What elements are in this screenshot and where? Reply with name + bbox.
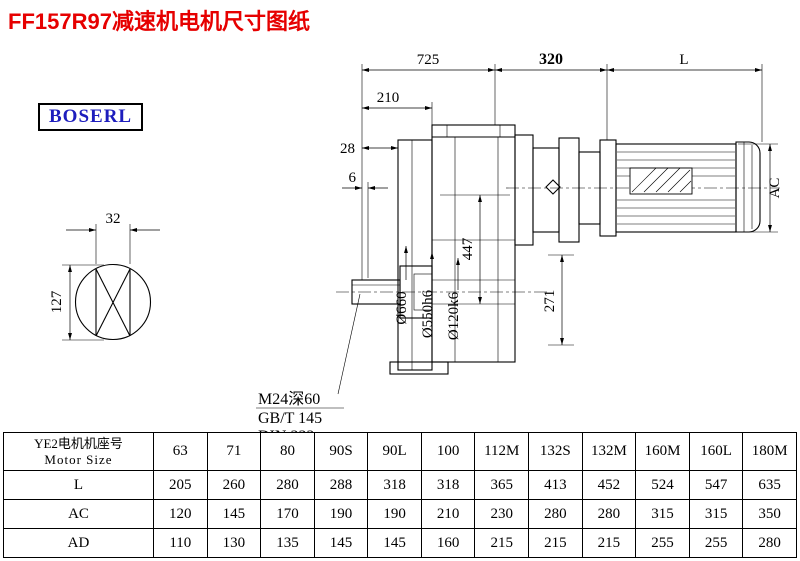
- cell: 524: [635, 470, 690, 500]
- cell: 280: [581, 499, 637, 529]
- cell: 230: [474, 499, 530, 529]
- size-col: 160M: [635, 432, 690, 471]
- cell: 255: [635, 528, 690, 558]
- cell: 135: [260, 528, 315, 558]
- cell: 350: [742, 499, 797, 529]
- main-view: [336, 124, 780, 375]
- dim-210-label: 210: [377, 90, 400, 106]
- cell: 120: [153, 499, 208, 529]
- technical-drawing: 32 127: [49, 51, 783, 432]
- cell: 255: [688, 528, 744, 558]
- output-shaft: [351, 279, 401, 305]
- dim-32-label: 32: [106, 211, 121, 227]
- header-en: Motor Size: [44, 452, 113, 467]
- callout-gbt: GB/T 145: [258, 410, 322, 427]
- dim-725-label: 725: [417, 52, 440, 68]
- dim-AC-label: AC: [767, 178, 783, 199]
- cell: 110: [153, 528, 208, 558]
- cell: 318: [367, 470, 422, 500]
- dim-447-label: 447: [460, 237, 476, 260]
- row-label: AC: [3, 499, 154, 529]
- callout-din: DIN 332: [258, 428, 314, 432]
- motor-size-header-cell: YE2电机机座号 Motor Size: [3, 432, 154, 471]
- dim-271-label: 271: [542, 290, 558, 313]
- cell: 288: [313, 470, 369, 500]
- cell: 190: [367, 499, 422, 529]
- cell: 145: [206, 499, 262, 529]
- row-label: AD: [3, 528, 154, 558]
- table-row-AD: AD 110 130 135 145 145 160 215 215 215 2…: [3, 528, 797, 558]
- size-col: 160L: [688, 432, 744, 471]
- size-col: 90L: [367, 432, 422, 471]
- size-col: 100: [420, 432, 476, 471]
- cell: 365: [474, 470, 530, 500]
- cell: 280: [528, 499, 583, 529]
- cell: 635: [742, 470, 797, 500]
- cell: 260: [206, 470, 262, 500]
- cell: 215: [528, 528, 583, 558]
- cell: 145: [313, 528, 369, 558]
- size-col: 132S: [528, 432, 583, 471]
- cell: 315: [635, 499, 690, 529]
- diamond-mark: [545, 179, 561, 195]
- size-col: 63: [153, 432, 208, 471]
- dim-127-label: 127: [49, 290, 65, 313]
- cell: 160: [420, 528, 476, 558]
- callout-thread: M24深60: [258, 390, 320, 408]
- shaft-end-view: 32 127: [49, 211, 160, 341]
- cell: 413: [528, 470, 583, 500]
- cell: 210: [420, 499, 476, 529]
- cell: 315: [688, 499, 744, 529]
- dim-L-label: L: [679, 52, 688, 68]
- cell: 130: [206, 528, 262, 558]
- cell: 318: [420, 470, 476, 500]
- table-row-L: L 205 260 280 288 318 318 365 413 452 52…: [3, 470, 797, 500]
- fan-cover: [735, 141, 761, 233]
- page-title: FF157R97减速机电机尺寸图纸: [8, 9, 310, 34]
- brand-logo: BOSERL: [38, 103, 144, 131]
- cell: 280: [260, 470, 315, 500]
- dimensions: 725 320 L 210 28 6 447 271 AC Ø660 Ø550h…: [256, 51, 783, 432]
- cell: 205: [153, 470, 208, 500]
- cell: 145: [367, 528, 422, 558]
- dim-550-label: Ø550h6: [420, 289, 436, 338]
- dim-320-label: 320: [539, 51, 563, 68]
- dim-6-label: 6: [349, 170, 357, 186]
- cell: 547: [688, 470, 744, 500]
- table-row-AC: AC 120 145 170 190 190 210 230 280 280 3…: [3, 499, 797, 529]
- cell: 215: [581, 528, 637, 558]
- cell: 190: [313, 499, 369, 529]
- size-col: 132M: [581, 432, 637, 471]
- table-header-row: YE2电机机座号 Motor Size 63 71 80 90S 90L 100…: [3, 432, 797, 471]
- cell: 215: [474, 528, 530, 558]
- cell: 452: [581, 470, 637, 500]
- size-col: 90S: [313, 432, 369, 471]
- row-label: L: [3, 470, 154, 500]
- motor-size-table: YE2电机机座号 Motor Size 63 71 80 90S 90L 100…: [3, 432, 797, 558]
- dim-28-label: 28: [340, 141, 355, 157]
- size-col: 71: [206, 432, 262, 471]
- cell: 280: [742, 528, 797, 558]
- size-col: 180M: [742, 432, 797, 471]
- size-col: 80: [260, 432, 315, 471]
- motor-terminal-box: [629, 167, 693, 195]
- dim-660-label: Ø660: [394, 291, 410, 324]
- adapter-housing: [514, 134, 601, 246]
- thread-callout: M24深60 GB/T 145 DIN 332: [256, 293, 361, 432]
- cell: 170: [260, 499, 315, 529]
- dim-120-label: Ø120k6: [446, 291, 462, 340]
- size-col: 112M: [474, 432, 530, 471]
- header-cn: YE2电机机座号: [34, 436, 123, 451]
